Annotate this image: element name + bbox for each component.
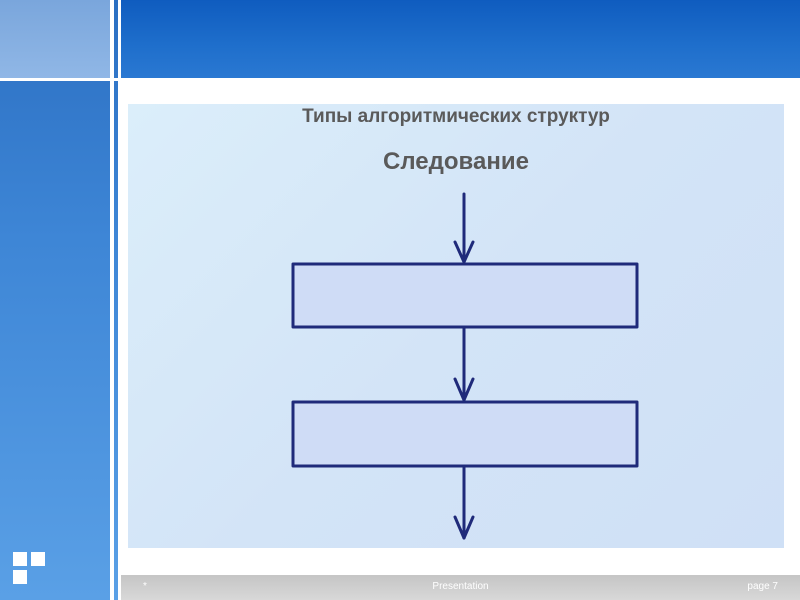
horizontal-divider — [0, 78, 800, 81]
logo-squares-icon — [13, 552, 49, 588]
vertical-divider-2 — [118, 0, 121, 600]
flow-arrow-bottom-head — [453, 515, 475, 540]
left-sidebar-bar — [0, 0, 118, 600]
process-block-1 — [291, 262, 639, 329]
flow-arrow-top-head — [453, 240, 475, 264]
footer-title: Presentation — [432, 581, 489, 592]
process-block-2 — [291, 400, 639, 468]
vertical-divider — [110, 0, 114, 600]
top-left-block — [0, 0, 110, 78]
flow-arrow-middle-head — [453, 377, 475, 402]
slide-title: Типы алгоритмических структур — [302, 106, 610, 127]
slide-subtitle: Следование — [383, 148, 529, 175]
footer-bar: * Presentation page 7 — [121, 575, 800, 600]
footer-page-number: page 7 — [747, 581, 778, 592]
top-header-bar — [121, 0, 800, 78]
footer-date: * — [143, 581, 147, 592]
